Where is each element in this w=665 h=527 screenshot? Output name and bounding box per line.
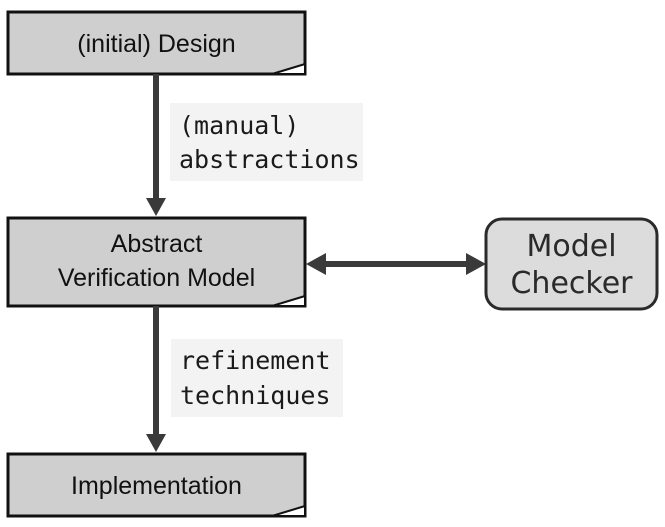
- abstract-model-label-line1: Abstract: [111, 230, 203, 258]
- refinement-label: refinement techniques: [171, 339, 343, 417]
- refinement-label-line2: techniques: [180, 381, 331, 410]
- abstractions-label: (manual) abstractions: [170, 103, 363, 181]
- abstract-model-label-line2: Verification Model: [58, 264, 255, 292]
- arrowhead-left-icon: [306, 253, 326, 275]
- refinement-label-line1: refinement: [180, 346, 331, 375]
- abstractions-label-line1: (manual): [179, 111, 299, 140]
- folded-corner-icon: [271, 294, 306, 307]
- arrowhead-down-icon: [146, 198, 166, 216]
- refinement-arrow: [146, 306, 166, 452]
- model-checker-label-line1: Model: [526, 229, 616, 264]
- initial-design-box[interactable]: (initial) Design: [6, 10, 307, 76]
- initial-design-label: (initial) Design: [77, 30, 235, 58]
- abstractions-arrow: [146, 74, 166, 216]
- folded-corner-icon: [271, 504, 306, 517]
- model-checker-double-arrow: [306, 253, 486, 275]
- model-checker-label-line2: Checker: [510, 266, 633, 301]
- implementation-label: Implementation: [71, 472, 242, 500]
- arrowhead-right-icon: [466, 253, 486, 275]
- abstract-verification-model-box[interactable]: Abstract Verification Model: [6, 216, 307, 308]
- folded-corner-icon: [271, 62, 306, 75]
- arrowhead-down-icon: [146, 434, 166, 452]
- abstractions-label-line2: abstractions: [179, 145, 360, 174]
- model-checker-box[interactable]: Model Checker: [484, 217, 659, 311]
- implementation-box[interactable]: Implementation: [6, 452, 307, 518]
